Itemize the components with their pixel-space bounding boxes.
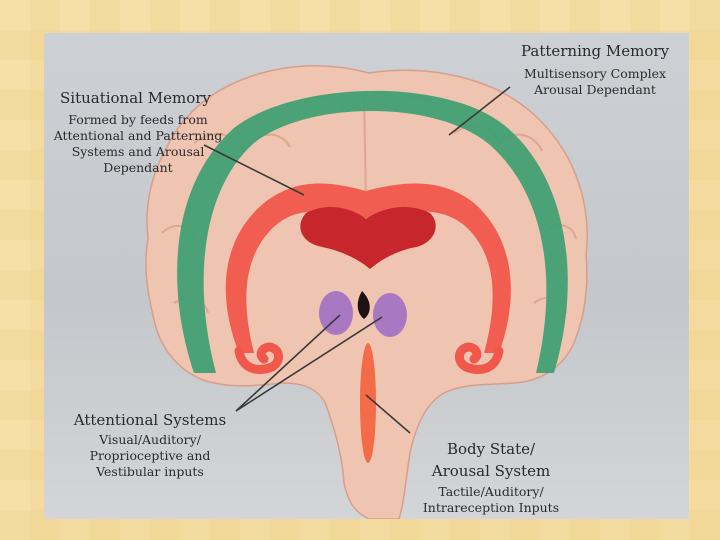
body-state-title: Body State/ [410, 440, 572, 458]
situational-line-4: Dependant [50, 160, 226, 176]
label-attentional-systems: Attentional Systems Visual/Auditory/ Pro… [62, 411, 238, 480]
situational-line-3: Systems and Arousal [50, 144, 226, 160]
body-state-line-1: Tactile/Auditory/ [410, 484, 572, 500]
patterning-line-1: Multisensory Complex [500, 66, 690, 82]
brainstem-arousal-strip [360, 343, 376, 463]
body-state-line-2: Intrareception Inputs [410, 500, 572, 516]
attentional-nucleus-right [373, 293, 407, 337]
body-state-title-2: Arousal System [410, 462, 572, 480]
attentional-title: Attentional Systems [62, 411, 238, 429]
attentional-line-2: Proprioceptive and [62, 448, 238, 464]
patterning-title: Patterning Memory [500, 42, 690, 60]
label-patterning-memory: Patterning Memory Multisensory Complex A… [500, 42, 690, 98]
patterning-line-2: Arousal Dependant [500, 82, 690, 98]
attentional-line-1: Visual/Auditory/ [62, 432, 238, 448]
label-body-state: Body State/ Arousal System Tactile/Audit… [410, 440, 572, 516]
attentional-nucleus-left [319, 291, 353, 335]
attentional-line-3: Vestibular inputs [62, 464, 238, 480]
situational-title: Situational Memory [60, 89, 236, 107]
situational-line-2: Attentional and Patterning [50, 128, 226, 144]
situational-line-1: Formed by feeds from [50, 112, 226, 128]
label-situational-memory: Situational Memory Formed by feeds from … [50, 89, 226, 176]
